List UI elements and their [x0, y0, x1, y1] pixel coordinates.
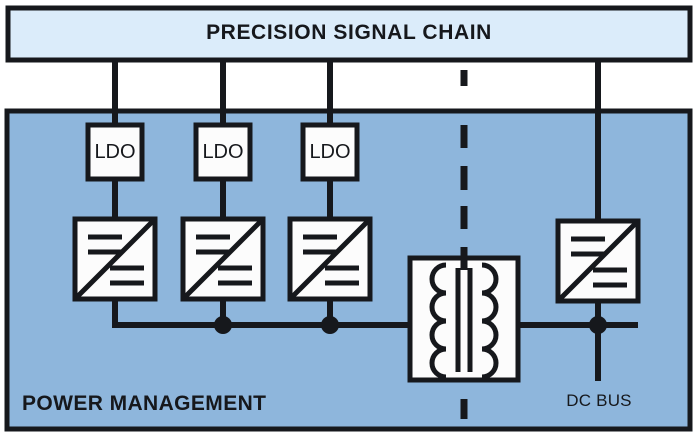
precision-signal-chain-label: PRECISION SIGNAL CHAIN — [206, 21, 492, 44]
ldo-block-1[interactable] — [85, 122, 145, 182]
converter-2-diagonal — [183, 219, 263, 299]
ldo-block-3-label: LDO — [309, 141, 351, 163]
converter-4-diagonal — [558, 221, 638, 301]
ldo-block-2[interactable] — [193, 122, 253, 182]
ldo-block-2-label: LDO — [202, 141, 244, 163]
junction-dot-2 — [321, 316, 339, 334]
dc-dc-converter-1[interactable] — [72, 216, 158, 302]
junction-dot-group — [214, 316, 607, 334]
converter-1-diagonal — [75, 219, 155, 299]
precision-signal-chain-block — [5, 5, 693, 63]
ldo-block-1-label: LDO — [94, 141, 136, 163]
isolation-transformer[interactable] — [407, 255, 521, 383]
power-management-label: POWER MANAGEMENT — [22, 392, 267, 415]
dc-dc-converter-2[interactable] — [180, 216, 266, 302]
junction-dot-1 — [214, 316, 232, 334]
transformer-secondary-winding — [481, 262, 499, 380]
converter-3-diagonal — [290, 219, 370, 299]
junction-dot-3 — [589, 316, 607, 334]
transformer-primary-winding — [429, 262, 447, 380]
dc-dc-converter-3[interactable] — [287, 216, 373, 302]
ldo-block-3[interactable] — [300, 122, 360, 182]
dc-dc-converter-4[interactable] — [555, 218, 641, 304]
dc-bus-label: DC BUS — [566, 391, 632, 410]
transformer-body — [407, 255, 521, 383]
ldo-block-group — [85, 122, 360, 182]
